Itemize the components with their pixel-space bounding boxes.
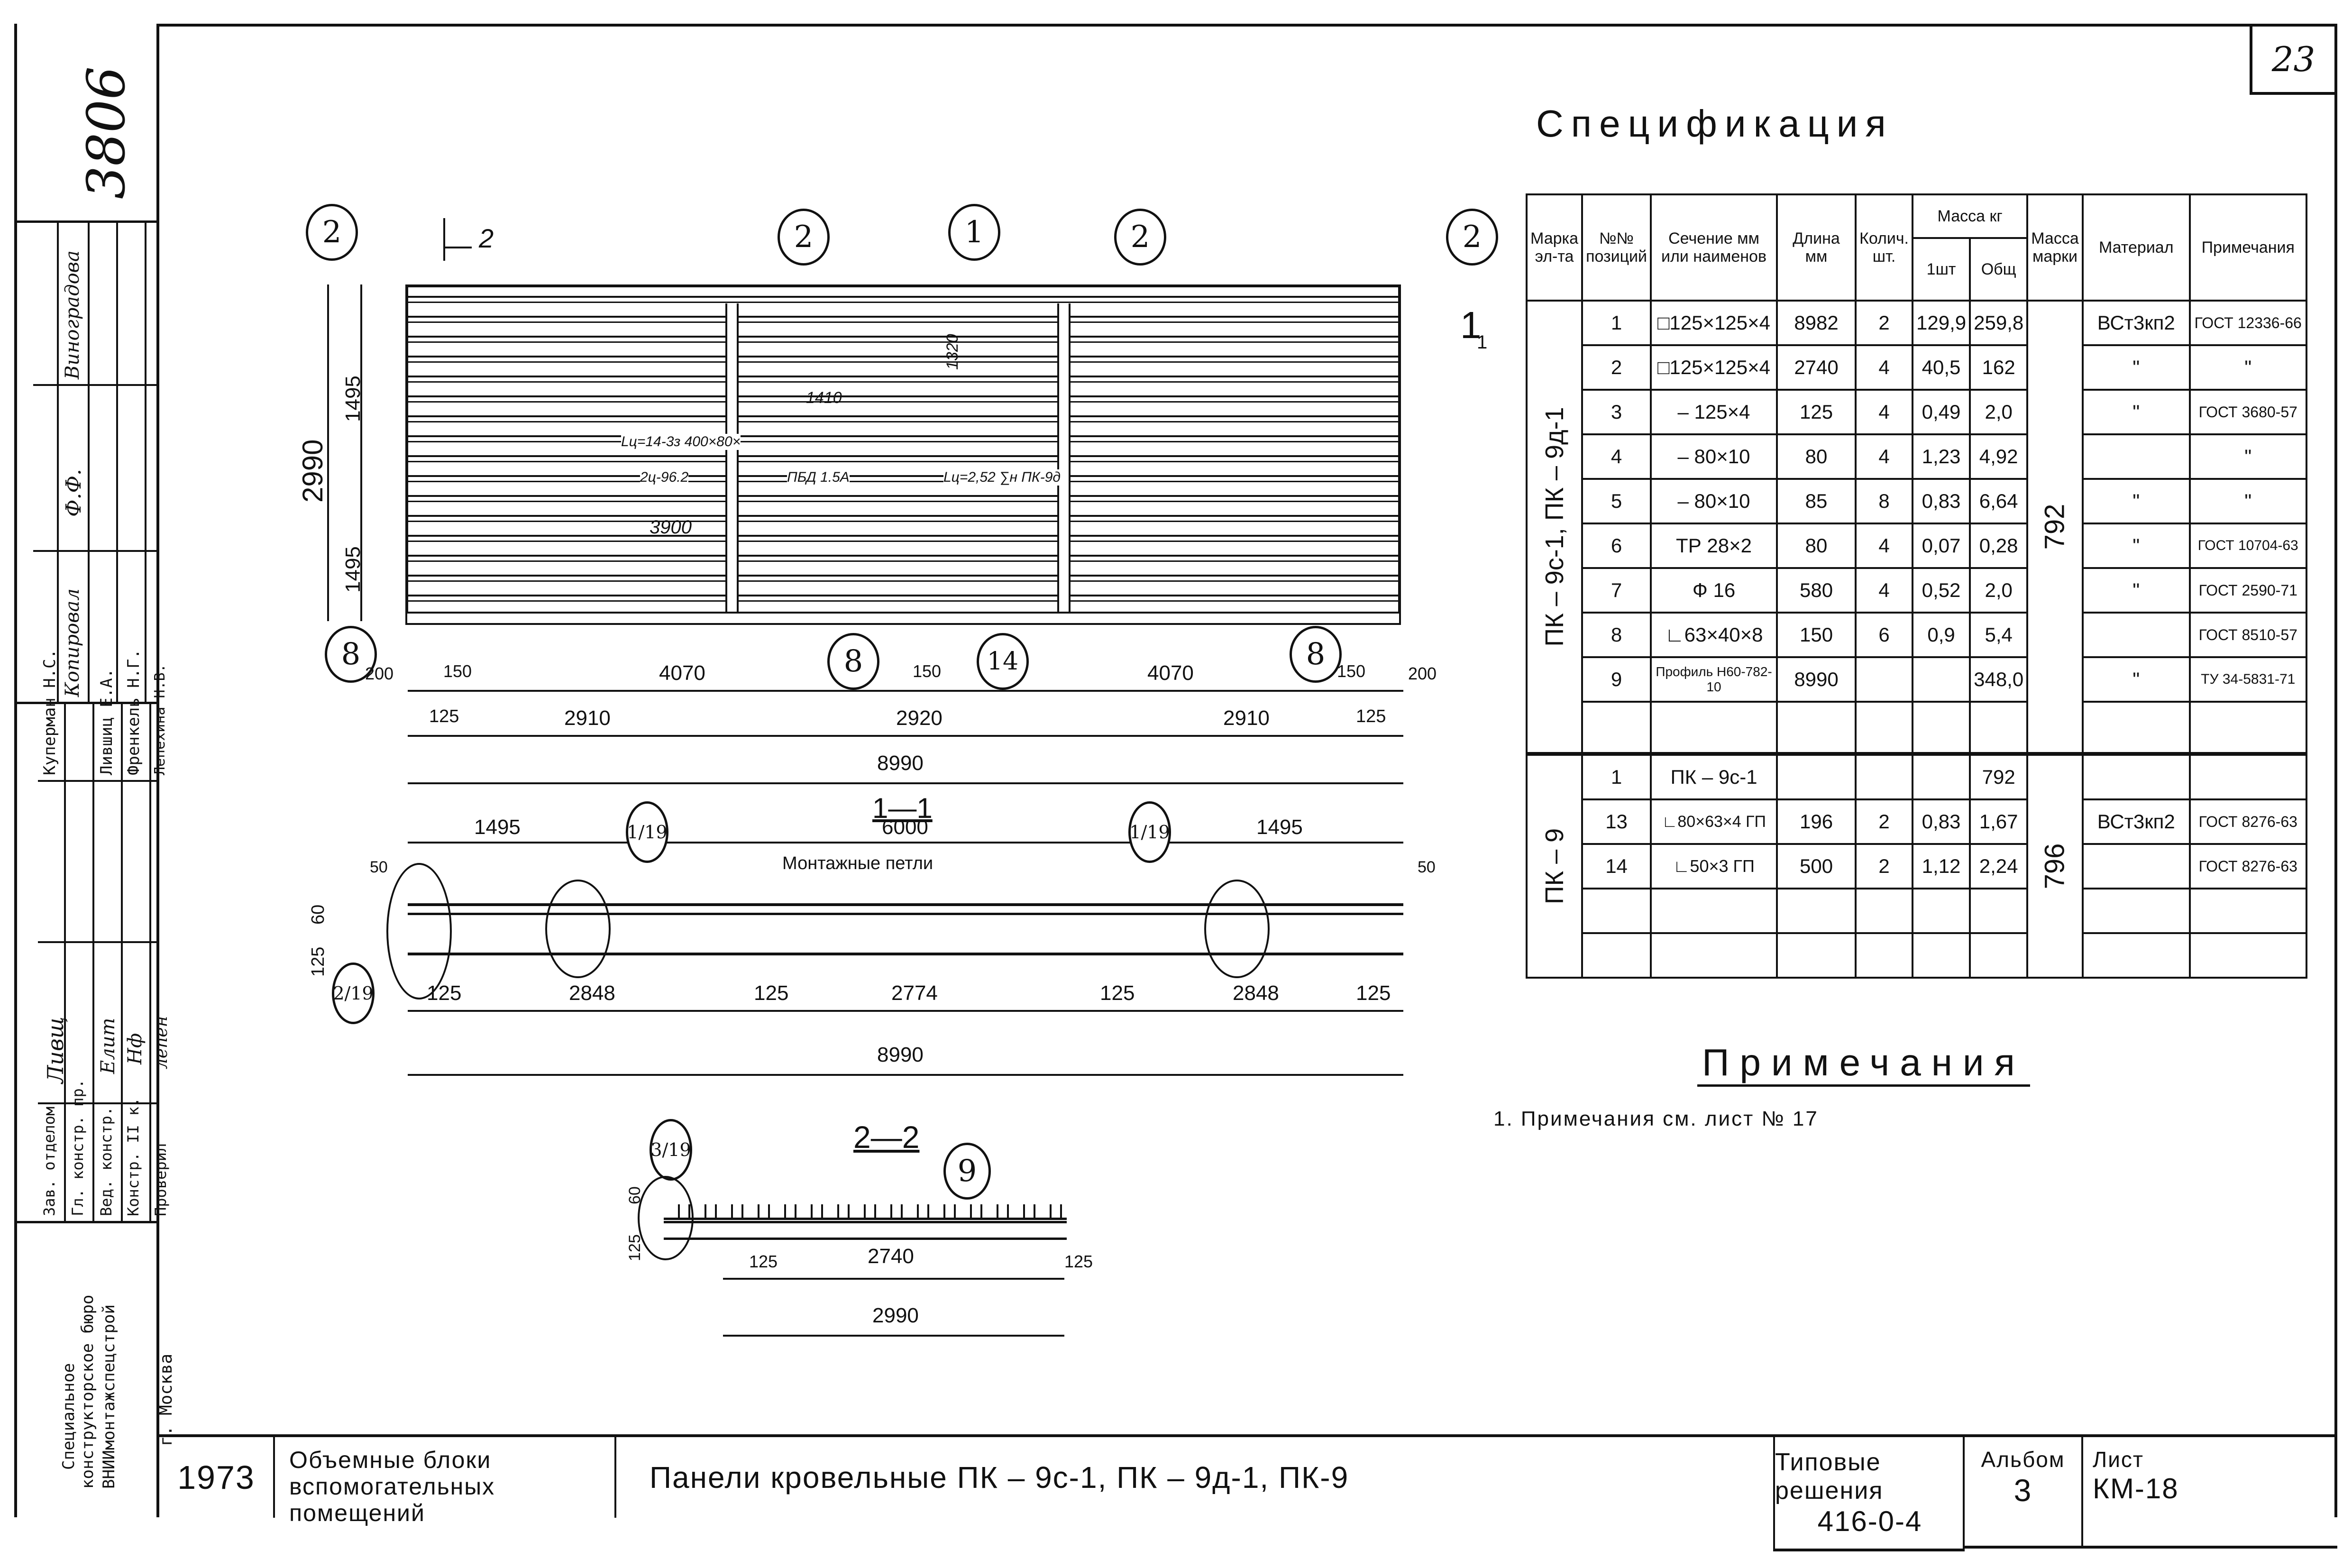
notes-title: Примечания [1697, 1041, 2030, 1087]
detail-ref-bubble: 1/19 [626, 801, 668, 863]
weld-note-1: Lц=14-3з 400×80× [621, 434, 741, 450]
mark-cell: ПК – 9 [1525, 753, 1583, 979]
org-line-0: Специальное [59, 1363, 78, 1470]
copier-block: Виноградова Ф.Ф. Копировал [14, 223, 159, 702]
section-2-2-beam [664, 1221, 1067, 1240]
section-1-1-title: 1—1 [872, 792, 933, 824]
profile-deck [664, 1204, 1067, 1220]
table-row: 3 – 125×4 125 4 0,49 2,0 " ГОСТ 3680-57 [1527, 389, 2307, 435]
table-row: 5 – 80×10 85 8 0,83 6,64 " " [1527, 478, 2307, 524]
position-bubble: 2 [1446, 209, 1498, 266]
position-bubble: 8 [1290, 626, 1342, 683]
table-row: 9 Профиль Н60-782-10 8990 348,0 " ТУ 34-… [1527, 656, 2307, 703]
detail-ref-bubble: 2/19 [332, 963, 375, 1024]
org-line-1: конструкторское бюро [78, 1294, 97, 1489]
position-bubble: 8 [827, 633, 879, 690]
table-row: 6 ТР 28×2 80 4 0,07 0,28 " ГОСТ 10704-63 [1527, 523, 2307, 569]
signature-scribble-0: Ливщ [43, 1017, 68, 1083]
sig-role-3: Констр. II к. [124, 1097, 142, 1216]
page-number: 23 [2271, 39, 2315, 79]
weld-note-2: 2ц-96.2 [640, 469, 689, 486]
weld-note-3: ПБД 1.5А [787, 469, 850, 486]
bottom-chord [405, 612, 1401, 625]
section-2-2-total: 2990 [872, 1304, 919, 1327]
sig-name-3: Френкель Н.Г. [124, 649, 143, 775]
title-block-series: Типовые решения 416-0-4 [1773, 1437, 1965, 1551]
panel-plan-view [405, 284, 1401, 621]
sig-role-0: Зав. отделом [40, 1106, 58, 1216]
lifting-loops-label: Монтажные петли [782, 853, 933, 873]
plan-total-length: 8990 [877, 752, 924, 775]
sig-name-0: Куперман Н.С. [40, 649, 59, 775]
dim-1410: 1410 [806, 389, 842, 407]
table-row [1527, 888, 2307, 934]
table-row [1527, 932, 2307, 979]
detail-ref-bubble: 3/19 [650, 1119, 692, 1181]
left-border [14, 24, 17, 1517]
table-row: 13 ∟80×63×4 ГП 196 2 0,83 1,67 ВСт3кп2 Г… [1527, 798, 2307, 845]
weld-note-4: Lц=2,52 ∑н ПК-9д [943, 469, 1061, 486]
cross-beam-2 [1057, 303, 1071, 621]
section-1-1-total: 8990 [877, 1043, 924, 1066]
sig-name-2: Лившиц Е.А. [97, 668, 116, 775]
title-block-project: Объемные блоки вспомогательных помещений [275, 1437, 616, 1526]
table-row: ПК – 9с-1, ПК – 9д-1 1 □125×125×4 8982 2… [1525, 300, 2307, 755]
dim-1320: 1320 [943, 334, 961, 370]
sheet-frame [156, 24, 2337, 1517]
title-block-sheet: Лист КМ-18 [2081, 1437, 2337, 1549]
signature-scribble-4: лепен [152, 1016, 171, 1069]
dim-total-height: 2990 [297, 439, 329, 503]
signature-scribble-3: Нф [124, 1033, 146, 1064]
title-block-year: 1973 [159, 1437, 275, 1518]
mark-mass-cell: 796 [2026, 753, 2084, 979]
table-row: ПК – 9 1 ПК – 9с-1 792 796 [1525, 753, 2307, 979]
table-row: 7 Ф 16 580 4 0,52 2,0 " ГОСТ 2590-71 [1527, 567, 2307, 614]
table-row: 8 ∟63×40×8 150 6 0,9 5,4 ГОСТ 8510-57 [1527, 612, 2307, 658]
table-row: 2 □125×125×4 2740 4 40,5 162 " " [1527, 344, 2307, 391]
section-mark-2: 2 [479, 223, 494, 253]
copier-role: Копировал [62, 588, 83, 697]
section-1-1-beam [408, 903, 1403, 955]
copier-signature: Ф.Ф. [62, 468, 86, 517]
position-bubble: 14 [977, 633, 1029, 690]
section-mark-1: 1 [1460, 304, 1482, 346]
strip-divider [156, 24, 159, 1517]
section-2-2-title: 2—2 [853, 1119, 920, 1155]
position-bubble: 2 [1114, 209, 1166, 266]
detail-ref-bubble: 1/19 [1128, 801, 1171, 863]
note-item: 1. Примечания см. лист № 17 [1493, 1107, 1819, 1130]
position-bubble: 9 [943, 1143, 991, 1200]
mark-mass-cell: 792 [2026, 300, 2084, 755]
sig-name-4: Лепехина Н.В. [152, 664, 168, 775]
org-line-2: ВНИИмонтажспецстрой [100, 1304, 119, 1489]
sig-role-1: Гл. констр. пр. [69, 1079, 87, 1216]
dim-3900: 3900 [650, 517, 692, 538]
copier-name: Виноградова [62, 250, 83, 379]
title-block-top-border [159, 1434, 2337, 1437]
table-row: 4 – 80×10 80 4 1,23 4,92 " [1527, 433, 2307, 480]
position-bubble: 2 [306, 204, 358, 261]
sig-role-2: Вед. констр. [97, 1106, 115, 1216]
page-number-box: 23 [2250, 24, 2337, 95]
mark-cell: ПК – 9с-1, ПК – 9д-1 [1525, 300, 1583, 755]
signature-scribble-2: Елит [97, 1018, 119, 1074]
organization-block: Специальное конструкторское бюро ВНИИмон… [14, 1223, 176, 1517]
table-row [1527, 701, 2307, 755]
sig-role-4: Проверил [152, 1143, 170, 1216]
position-bubble: 2 [778, 209, 830, 266]
title-block-album: Альбом 3 [1963, 1437, 2081, 1549]
position-bubble: 8 [325, 626, 377, 683]
signatures-block: Куперман Н.С. Лившиц Е.А. Френкель Н.Г. … [14, 649, 171, 1223]
title-block-sheet-title: Панели кровельные ПК – 9с-1, ПК – 9д-1, … [650, 1460, 1349, 1495]
position-bubble: 1 [948, 204, 1000, 261]
cross-beam-1 [725, 303, 739, 621]
archive-number: 3806 [76, 66, 137, 199]
org-city: г. Москва [156, 1353, 176, 1446]
spec-title: Спецификация [1536, 102, 1894, 145]
archive-number-box: 3806 [14, 24, 159, 223]
specification-table: Марка эл-та №№ позиций Сечение мм или на… [1525, 193, 2307, 979]
table-row: 14 ∟50×3 ГП 500 2 1,12 2,24 ГОСТ 8276-63 [1527, 843, 2307, 889]
